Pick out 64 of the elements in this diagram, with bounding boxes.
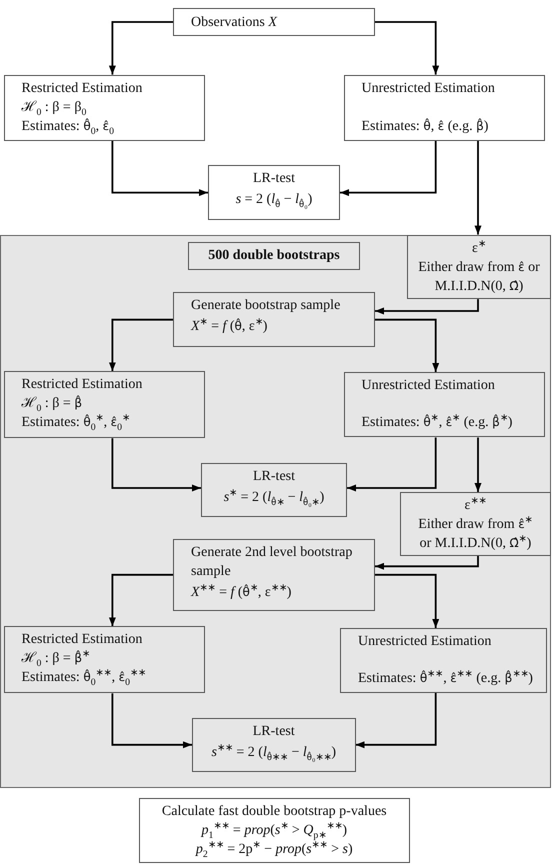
arrow	[108, 21, 173, 75]
node-text: Estimates: θ̂$_{0}$, ε̂$_{0}$	[22, 117, 114, 136]
node-text: X$^{∗∗}$ = f (θ̂$^{∗}$, ε$^{∗∗}$)	[191, 581, 292, 602]
input-box	[173, 8, 375, 36]
arrow	[375, 574, 440, 628]
arrow	[474, 438, 482, 492]
node-title: Observations X	[191, 14, 277, 32]
flow-box	[4, 626, 204, 694]
node-text: Estimates: θ̂$^{∗∗}$, ε̂$^{∗∗}$ (e.g. β̂$^{∗∗}$)	[358, 668, 533, 688]
flow-box	[173, 538, 375, 611]
node-title: LR-test	[253, 468, 295, 486]
arrow	[108, 574, 173, 626]
node-title: LR-test	[252, 722, 295, 741]
flow-box	[400, 492, 551, 556]
arrow	[375, 21, 440, 75]
node-text: s$^{∗∗}$ = 2 (l$_{θ̂}$$_{∗∗}$ − l$_{θ̂}$$_{₀∗∗}$)	[211, 741, 336, 764]
arrow	[108, 318, 173, 372]
arrow	[356, 693, 437, 748]
node-text: Either draw from ε̂$^{∗}$ or M.I.I.D.N(0, Ω̂$^{∗}$)	[417, 514, 534, 553]
arrow	[474, 140, 482, 235]
node-text: Estimates: θ̂$^{∗}$, ε̂$^{∗}$ (e.g. β̂$^{∗}$)	[362, 413, 512, 432]
node-text: X$^{∗}$ = f (θ̂, ε$^{∗}$)	[191, 316, 268, 336]
node-text: p$_{1}$$^{∗∗}$ = prop(s$^{∗}$ > Q$_{p∗}$$^{∗∗}$)	[202, 821, 347, 840]
flow-box	[344, 372, 544, 438]
node-text: s = 2 (l$_{θ̂}$ − l$_{θ̂}$$_{₀}$)	[236, 191, 312, 211]
node-title: Unrestricted Estimation	[362, 80, 495, 98]
flow-box	[173, 292, 375, 348]
flow-box	[4, 371, 204, 438]
node-title: Restricted Estimation	[22, 631, 142, 650]
loop-title-box	[188, 242, 360, 270]
arrow	[375, 556, 479, 570]
arrow	[347, 438, 437, 492]
arrow	[112, 693, 192, 748]
node-title: Calculate fast double bootstrap p-values	[162, 803, 387, 821]
node-text: p$_{2}$$^{∗∗}$ = 2p$^{∗}$ − prop(s$^{∗∗}$ > s)	[196, 840, 353, 859]
arrow	[112, 438, 201, 492]
flow-box	[208, 165, 340, 220]
flow-box	[4, 74, 204, 141]
node-title: ε$^{∗}$	[472, 238, 486, 258]
loop-panel	[0, 234, 551, 788]
node-title: Generate bootstrap sample	[191, 297, 340, 316]
arrow	[375, 299, 479, 314]
node-text: ℋ$_{0}$ : β = β̂	[22, 394, 82, 414]
flow-box	[407, 234, 551, 300]
node-text: Either draw from ε̂ or M.I.I.D.N(0, Ω̂)	[417, 258, 541, 296]
node-title: LR-test	[253, 170, 295, 188]
arrow	[340, 140, 437, 196]
flow-box	[192, 718, 356, 772]
node-title: ε$^{∗∗}$	[464, 496, 486, 515]
node-text: ℋ$_{0}$ : β = β$_{0}$	[22, 98, 86, 117]
node-text: Estimates: θ̂, ε̂ (e.g. β̂)	[362, 117, 488, 136]
node-title: Unrestricted Estimation	[358, 632, 492, 651]
node-text: ℋ$_{0}$ : β = β̂$^{∗}$	[22, 649, 90, 668]
node-title: Restricted Estimation	[22, 376, 142, 394]
flow-box	[201, 462, 347, 517]
flow-box	[340, 628, 547, 693]
node-title: Restricted Estimation	[22, 80, 142, 98]
flow-box	[344, 74, 544, 141]
arrow	[112, 140, 208, 196]
result-box	[139, 798, 410, 862]
node-title: 500 double bootstraps	[208, 247, 340, 266]
arrow	[375, 318, 440, 372]
node-text: s$^{∗}$ = 2 (l$_{θ̂}$$_{∗}$ − l$_{θ̂}$$_{₀∗}$)	[224, 486, 324, 509]
node-title: Unrestricted Estimation	[362, 376, 495, 395]
